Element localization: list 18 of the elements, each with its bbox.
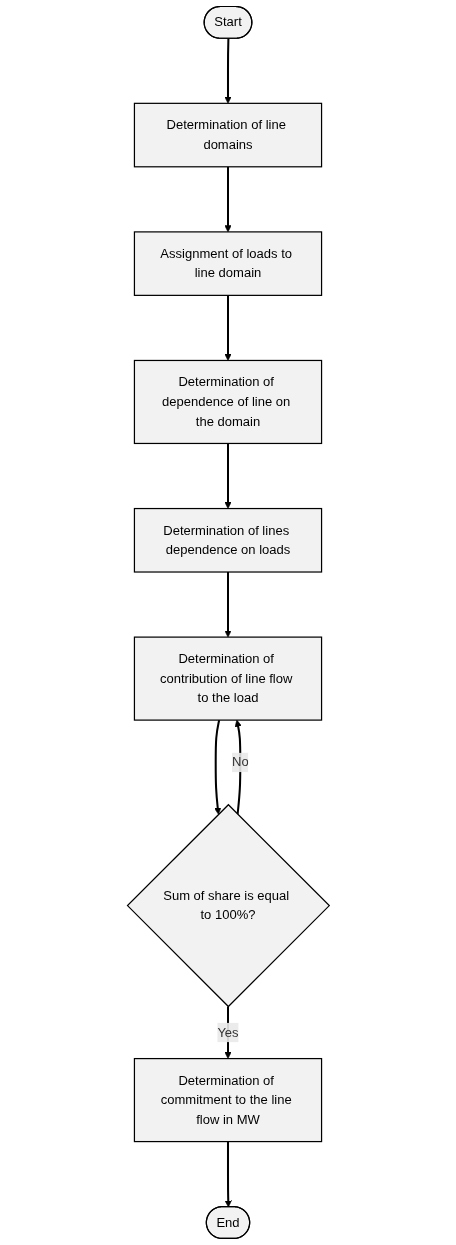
node-box: Assignment of loads to line domain — [133, 231, 322, 296]
node-box: Determination of lines dependence on loads — [133, 507, 322, 573]
node-diamond: Sum of share is equal to 100%? — [126, 803, 330, 1008]
node-box: Determination of dependence of line on the domain — [133, 359, 322, 445]
node-box: Determination of commitment to the line flow in MW — [133, 1058, 322, 1143]
edge-label: No — [231, 755, 249, 769]
node-box: Determination of contribution of line flow to the load — [133, 636, 322, 721]
arrow — [224, 1141, 232, 1208]
arrow — [224, 443, 232, 509]
arrow — [224, 166, 232, 233]
arrow — [224, 1006, 232, 1059]
arrow — [234, 719, 242, 815]
arrow — [224, 38, 232, 104]
arrow — [213, 719, 221, 815]
arrow — [224, 295, 232, 361]
node-box: Determination of line domains — [133, 102, 322, 168]
edge-label: Yes — [216, 1025, 239, 1040]
arrow — [224, 572, 232, 638]
